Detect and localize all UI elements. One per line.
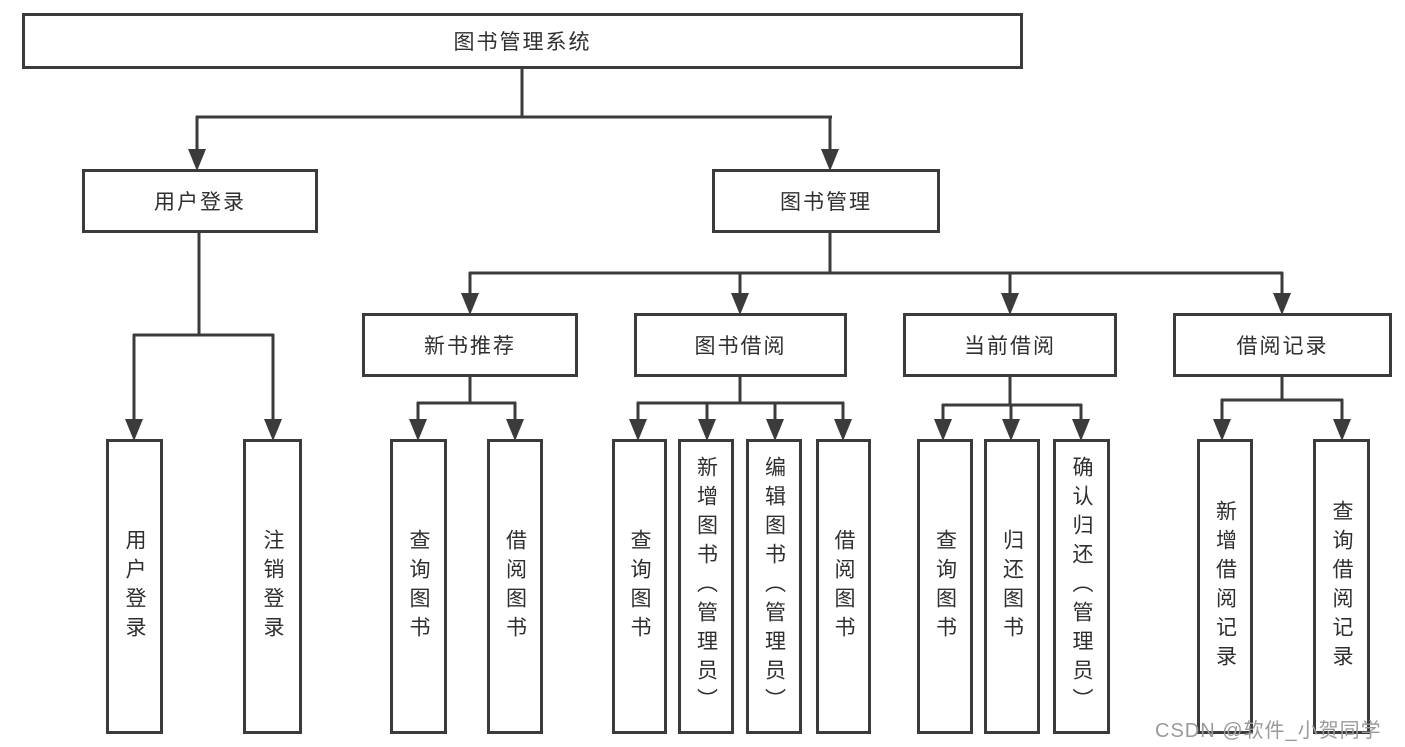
leaf-label: 新增图书（管理员） [694, 456, 718, 717]
leaf-label: 借阅图书 [832, 528, 855, 645]
leaf-label: 确认归还（管理员） [1070, 456, 1093, 717]
leaf-label: 查询图书 [933, 528, 957, 645]
leaf-add-books-admin: 新增图书（管理员） [678, 439, 734, 734]
leaf-confirm-return-admin: 确认归还（管理员） [1053, 439, 1110, 734]
node-book-borrowing: 图书借阅 [634, 313, 847, 377]
leaf-query-books-current: 查询图书 [917, 439, 973, 734]
leaf-query-books-borrowing: 查询图书 [612, 439, 667, 734]
leaf-label: 编辑图书（管理员） [762, 456, 786, 717]
leaf-borrow-books-borrowing: 借阅图书 [816, 439, 871, 734]
node-library-management-system: 图书管理系统 [22, 13, 1023, 69]
leaf-label: 注销登录 [261, 528, 284, 645]
node-user-login: 用户登录 [82, 169, 318, 233]
leaf-label: 新增借阅记录 [1213, 499, 1237, 674]
leaf-query-borrow-record: 查询借阅记录 [1313, 439, 1370, 734]
leaf-label: 查询借阅记录 [1330, 499, 1353, 674]
leaf-logout: 注销登录 [243, 439, 302, 734]
leaf-edit-books-admin: 编辑图书（管理员） [746, 439, 802, 734]
arrowhead-icons [125, 149, 1351, 441]
csdn-watermark: CSDN @软件_小贺同学 [1155, 720, 1382, 742]
leaf-user-login: 用户登录 [106, 439, 163, 734]
node-current-borrowing: 当前借阅 [903, 313, 1117, 377]
node-new-book-recommend: 新书推荐 [362, 313, 578, 377]
tree-edges [132, 69, 1344, 423]
leaf-label: 用户登录 [123, 528, 146, 645]
node-book-management: 图书管理 [712, 169, 940, 233]
leaf-label: 归还图书 [1000, 528, 1024, 645]
leaf-return-books: 归还图书 [984, 439, 1040, 734]
node-borrowing-records: 借阅记录 [1173, 313, 1392, 377]
leaf-query-books-recommend: 查询图书 [390, 439, 447, 734]
leaf-label: 查询图书 [628, 528, 651, 645]
leaf-label: 借阅图书 [503, 528, 527, 645]
leaf-add-borrow-record: 新增借阅记录 [1197, 439, 1253, 734]
leaf-borrow-books-recommend: 借阅图书 [487, 439, 543, 734]
leaf-label: 查询图书 [407, 528, 430, 645]
